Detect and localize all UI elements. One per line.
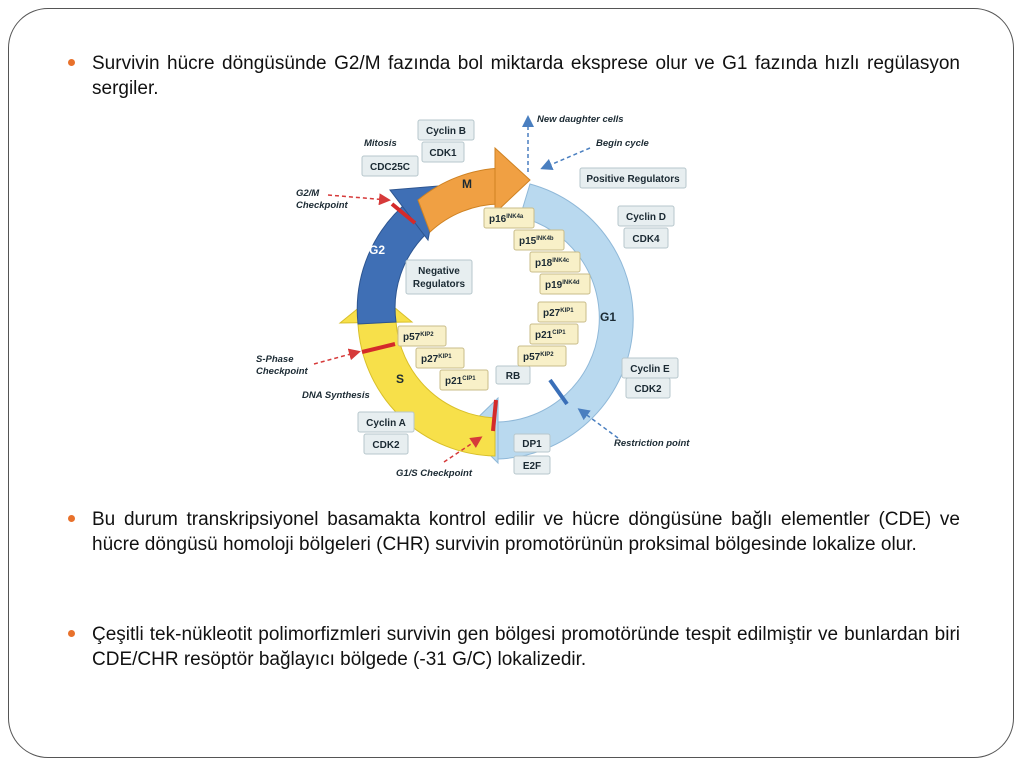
- cell-cycle-diagram: M G1 S G2 New daughter cells Begin cycle…: [256, 114, 690, 479]
- p21-right-box: p21CIP1: [529, 323, 579, 345]
- svg-text:p57KIP2: p57KIP2: [523, 352, 554, 363]
- p15-box: p15INK4b: [513, 229, 565, 251]
- m-arrowhead: [494, 146, 531, 215]
- g1-phase-arc: [497, 183, 634, 460]
- dp1-box: DP1: [513, 433, 551, 453]
- restriction-point-arrow: [577, 408, 619, 439]
- g1s-text: G1/S Checkpoint: [396, 468, 473, 479]
- restriction-point-mark: [548, 378, 569, 406]
- phase-s-label: S: [396, 372, 404, 386]
- svg-text:Negative: Negative: [418, 266, 460, 277]
- p18-box: p18INK4c: [529, 251, 581, 273]
- cdc25c-box: CDC25C: [361, 155, 419, 177]
- begin-cycle-text: Begin cycle: [596, 138, 650, 149]
- s-phase-checkpoint-arrow: [313, 348, 361, 365]
- g2m-text-2: Checkpoint: [296, 200, 349, 211]
- g2m-checkpoint-arrow: [327, 193, 391, 206]
- p19-box: p19INK4d: [539, 273, 591, 295]
- bullet-1: Survivin hücre döngüsünde G2/M fazında b…: [68, 51, 960, 101]
- svg-text:DP1: DP1: [522, 439, 542, 450]
- bullet-3: Çeşitli tek-nükleotit polimorfizmleri su…: [68, 622, 960, 672]
- s-checkpoint-mark: [361, 342, 396, 354]
- restriction-text: Restriction point: [614, 438, 690, 449]
- cdk2-right-box: CDK2: [625, 377, 671, 399]
- svg-text:p57KIP2: p57KIP2: [403, 332, 434, 343]
- slide-frame: [8, 8, 1014, 758]
- svg-text:CDK4: CDK4: [632, 234, 660, 245]
- svg-text:p27KIP1: p27KIP1: [543, 308, 574, 319]
- bullet-3-text: Çeşitli tek-nükleotit polimorfizmleri su…: [92, 624, 960, 670]
- e2f-box: E2F: [513, 455, 551, 475]
- cdk2-left-box: CDK2: [363, 433, 409, 455]
- svg-text:p16INK4a: p16INK4a: [489, 214, 524, 225]
- svg-text:CDK1: CDK1: [429, 148, 457, 159]
- rb-box: RB: [495, 365, 531, 385]
- svg-text:Cyclin B: Cyclin B: [426, 126, 466, 137]
- svg-text:p18INK4c: p18INK4c: [535, 258, 570, 269]
- svg-text:p21CIP1: p21CIP1: [445, 376, 476, 387]
- svg-text:p27KIP1: p27KIP1: [421, 354, 452, 365]
- negative-regulators-box: Negative Regulators: [405, 259, 473, 295]
- cyclin-b-box: Cyclin B: [417, 119, 475, 141]
- svg-text:Cyclin D: Cyclin D: [626, 212, 666, 223]
- svg-text:RB: RB: [506, 371, 520, 382]
- cdk4-box: CDK4: [623, 227, 669, 249]
- cyclin-e-box: Cyclin E: [621, 357, 679, 379]
- svg-text:p15INK4b: p15INK4b: [519, 236, 554, 247]
- sphase-text-1: S-Phase: [256, 354, 294, 365]
- g2m-checkpoint-mark: [390, 202, 417, 225]
- g1s-checkpoint-mark: [491, 399, 498, 432]
- cyclin-a-box: Cyclin A: [357, 411, 415, 433]
- p57-right-box: p57KIP2: [517, 345, 567, 367]
- svg-text:p21CIP1: p21CIP1: [535, 330, 566, 341]
- new-daughter-text: New daughter cells: [537, 114, 624, 125]
- positive-regulators-box: Positive Regulators: [579, 167, 687, 189]
- svg-text:CDK2: CDK2: [634, 384, 662, 395]
- begin-cycle-arrow: [540, 147, 591, 170]
- svg-text:Positive Regulators: Positive Regulators: [586, 174, 680, 185]
- p57-left-box: p57KIP2: [397, 325, 447, 347]
- sphase-text-2: Checkpoint: [256, 366, 309, 377]
- svg-text:E2F: E2F: [523, 461, 541, 472]
- p27-left-box: p27KIP1: [415, 347, 465, 369]
- cdk1-box: CDK1: [421, 141, 465, 163]
- bullet-2-text: Bu durum transkripsiyonel basamakta kont…: [92, 509, 960, 555]
- p21-left-box: p21CIP1: [439, 369, 489, 391]
- bullet-1-text: Survivin hücre döngüsünde G2/M fazında b…: [92, 53, 960, 99]
- dna-synthesis-text: DNA Synthesis: [302, 390, 370, 401]
- svg-text:Regulators: Regulators: [413, 279, 466, 290]
- svg-text:p19INK4d: p19INK4d: [545, 280, 580, 291]
- cyclin-d-box: Cyclin D: [617, 205, 675, 227]
- svg-text:CDK2: CDK2: [372, 440, 400, 451]
- svg-text:CDC25C: CDC25C: [370, 162, 410, 173]
- p27-right-box: p27KIP1: [537, 301, 587, 323]
- p16-box: p16INK4a: [483, 207, 535, 229]
- svg-text:Cyclin A: Cyclin A: [366, 418, 406, 429]
- g1s-checkpoint-arrow: [443, 436, 483, 463]
- phase-g1-label: G1: [600, 310, 616, 324]
- bullet-2: Bu durum transkripsiyonel basamakta kont…: [68, 507, 960, 557]
- g2m-text-1: G2/M: [296, 188, 320, 199]
- svg-text:Cyclin E: Cyclin E: [630, 364, 670, 375]
- phase-g2-label: G2: [369, 243, 385, 257]
- phase-m-label: M: [462, 177, 472, 191]
- mitosis-text: Mitosis: [364, 138, 397, 149]
